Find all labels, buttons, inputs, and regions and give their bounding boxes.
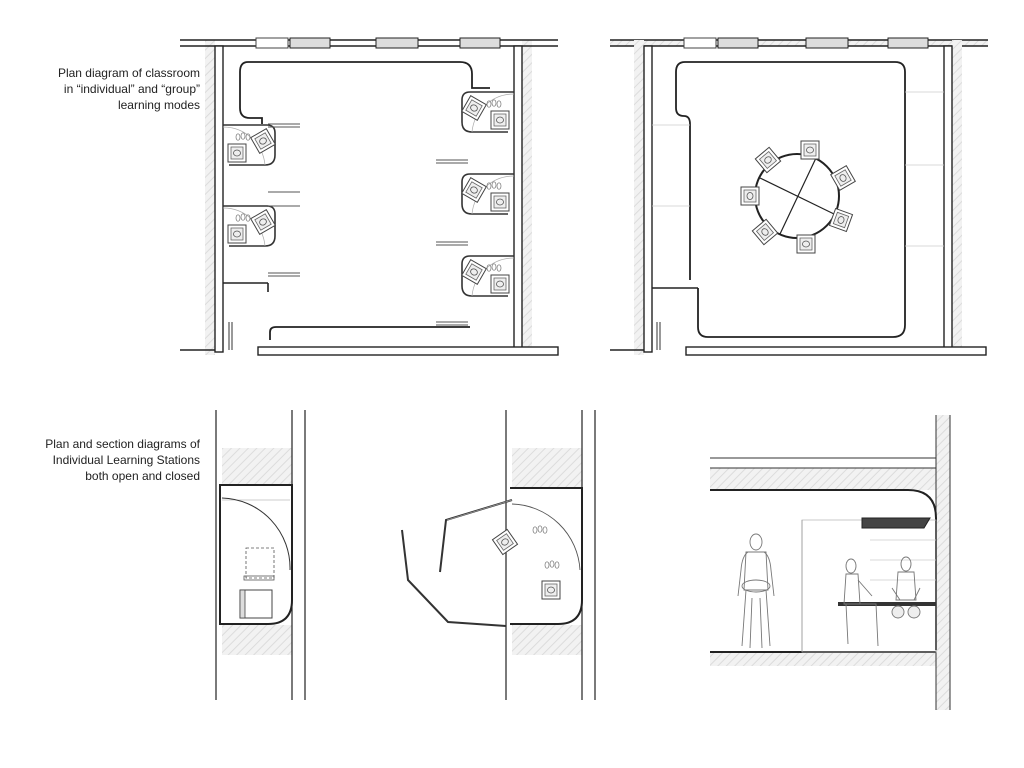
station-plan-closed [215,410,306,700]
standing-figure [737,533,775,649]
classroom-plan-caption: Plan diagram of classroom in “individual… [10,65,200,113]
station-section [710,415,951,710]
classroom-plan-individual [180,37,559,356]
seated-figure-right [891,556,921,619]
caption-line: Plan diagram of classroom [57,66,200,80]
classroom-plan-group [610,37,988,356]
seated-figure-left [843,558,879,647]
caption-line: both open and closed [85,469,200,483]
station-diagrams-caption: Plan and section diagrams of Individual … [10,436,200,484]
caption-line: in “individual” and “group” [63,82,200,96]
caption-line: Individual Learning Stations [52,453,200,467]
station-plan-open [401,410,596,700]
caption-line: Plan and section diagrams of [45,437,200,451]
caption-line: learning modes [117,98,200,112]
